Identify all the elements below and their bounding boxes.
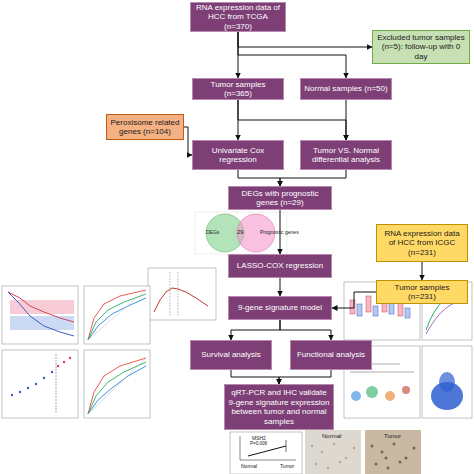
axis-label: Tumor (280, 463, 294, 469)
venn-label: Prognostic genes (260, 229, 299, 235)
image-label: Tumor (384, 433, 401, 440)
node-text: Tumor samples (n=231) (380, 283, 464, 302)
chart-title: MSH2 (252, 435, 266, 441)
node-text: LASSO-COX regression (237, 261, 323, 271)
flow-arrow (184, 127, 192, 155)
node-text: RNA expression data of HCC from TCGA (n=… (194, 3, 282, 32)
node-text: Univariate Cox regression (196, 146, 280, 165)
image-label: Normal (322, 433, 341, 440)
flow-arrow (422, 262, 423, 280)
node-text: Tumor VS. Normal differential analysis (304, 146, 388, 165)
flow-arrow (279, 370, 331, 384)
node-text: Peroxisome related genes (n=104) (110, 118, 180, 137)
node-text: Functional analysis (297, 350, 365, 360)
data-box: RNA expression data of HCC from TCGA (n=… (190, 2, 286, 32)
exclusion-box: Excluded tumor samples (n=5): follow-up … (372, 30, 470, 64)
node-text: Normal samples (n=50) (304, 84, 387, 94)
flow-arrow (238, 170, 280, 186)
process-box: qRT-PCR and IHC validate 9-gene signatur… (224, 384, 334, 430)
node-text: RNA expression data of HCC from ICGC (n=… (380, 229, 464, 258)
node-text: 9-gene signature model (238, 303, 322, 313)
node-text: DEGs with prognostic genes (n=29) (232, 189, 328, 208)
lasso-plot-thumbnail (148, 268, 216, 320)
flow-arrow (231, 320, 280, 340)
process-box: Survival analysis (190, 340, 272, 370)
node-text: qRT-PCR and IHC validate 9-gene signatur… (228, 388, 330, 426)
validation-images (230, 430, 421, 474)
process-box: Tumor samples (n=365) (192, 78, 284, 100)
flow-arrow (231, 370, 279, 384)
flow-arrow (238, 32, 346, 78)
axis-label: Normal (241, 463, 257, 469)
process-box: LASSO-COX regression (228, 254, 332, 278)
process-box: Univariate Cox regression (192, 140, 284, 170)
node-text: Excluded tumor samples (n=5): follow-up … (376, 33, 466, 62)
flow-arrow (332, 292, 376, 308)
process-box: 9-gene signature model (228, 296, 332, 320)
process-box: Tumor VS. Normal differential analysis (300, 140, 392, 170)
flow-arrow (346, 100, 347, 140)
flow-arrow (238, 100, 346, 140)
node-text: Tumor samples (n=365) (196, 80, 280, 99)
flow-arrow (280, 170, 346, 186)
data-box: RNA expression data of HCC from ICGC (n=… (376, 224, 468, 262)
process-box: Functional analysis (290, 340, 372, 370)
process-box: DEGs with prognostic genes (n=29) (228, 186, 332, 210)
p-value: P=0.008 (250, 441, 267, 447)
node-text: Survival analysis (201, 350, 261, 360)
flow-arrow (280, 320, 331, 340)
venn-label: DEGs (206, 229, 219, 235)
input-box: Peroxisome related genes (n=104) (106, 114, 184, 140)
data-box: Tumor samples (n=231) (376, 280, 468, 304)
survival-plot-thumbnails (2, 286, 150, 418)
venn-count: 29 (237, 229, 244, 236)
flow-arrow (280, 278, 281, 296)
flow-arrow (238, 32, 372, 47)
process-box: Normal samples (n=50) (300, 78, 392, 100)
